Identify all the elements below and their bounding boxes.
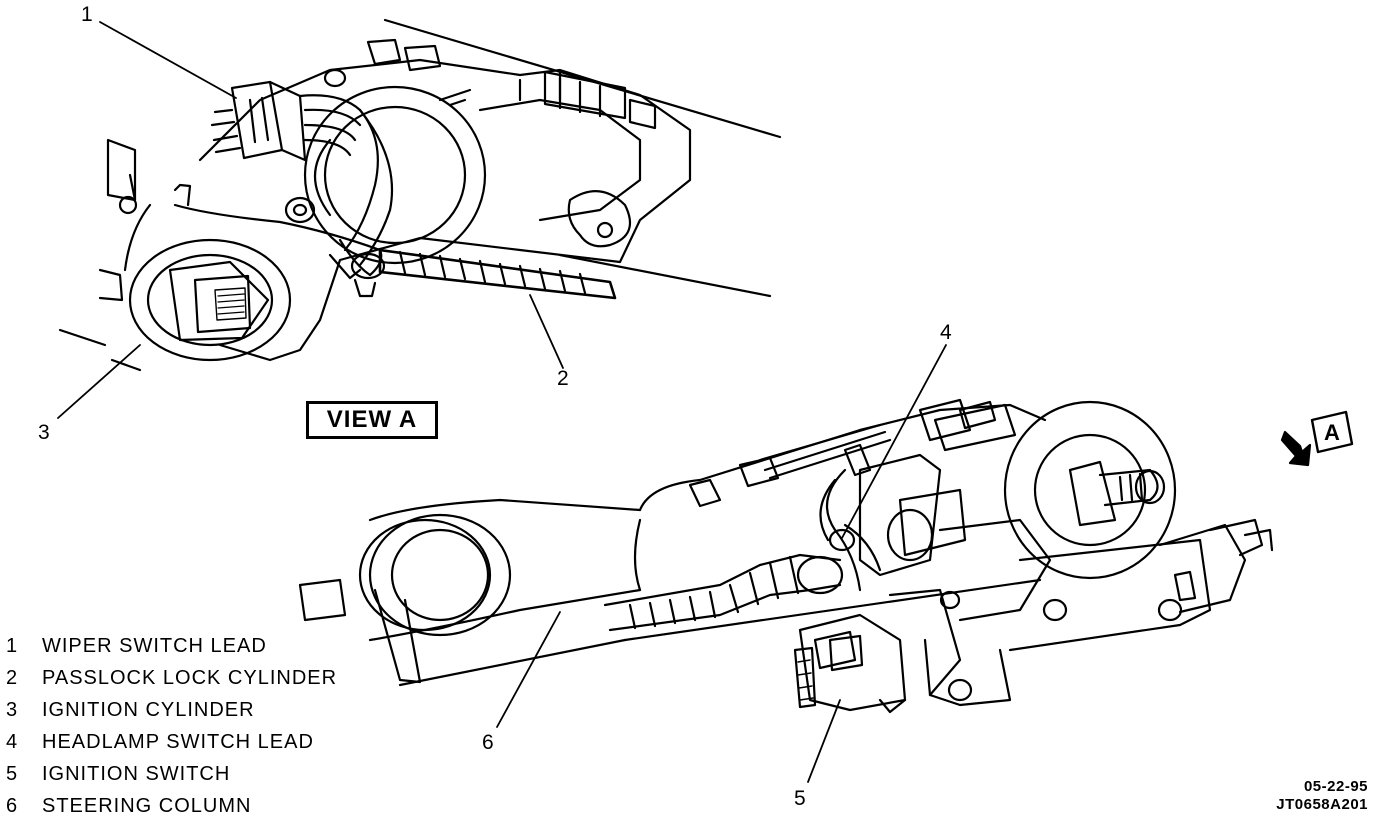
view-a-label: VIEW A xyxy=(306,401,438,439)
legend-text: IGNITION CYLINDER xyxy=(42,698,255,721)
legend-item: 2 PASSLOCK LOCK CYLINDER xyxy=(6,662,337,694)
legend-number: 6 xyxy=(6,794,19,817)
legend-number: 4 xyxy=(6,730,19,753)
legend-number: 3 xyxy=(6,698,19,721)
callout-6: 6 xyxy=(482,731,494,754)
legend-text: STEERING COLUMN xyxy=(42,794,252,817)
legend-item: 4 HEADLAMP SWITCH LEAD xyxy=(6,726,337,758)
legend-item: 1 WIPER SWITCH LEAD xyxy=(6,630,337,662)
figure-code: JT0658A201 xyxy=(1276,796,1368,813)
view-arrow-label: A xyxy=(1324,420,1340,445)
callout-3: 3 xyxy=(38,421,50,444)
legend-text: IGNITION SWITCH xyxy=(42,762,231,785)
legend-text: PASSLOCK LOCK CYLINDER xyxy=(42,666,338,689)
figure-code-block: 05-22-95 JT0658A201 xyxy=(1276,778,1368,814)
legend-item: 5 IGNITION SWITCH xyxy=(6,758,337,790)
leader-lines xyxy=(57,21,947,783)
legend-item: 3 IGNITION CYLINDER xyxy=(6,694,337,726)
legend-text: HEADLAMP SWITCH LEAD xyxy=(42,730,314,753)
view-a-detail xyxy=(58,18,782,372)
legend-number: 5 xyxy=(6,762,19,785)
callout-4: 4 xyxy=(940,321,952,344)
legend-number: 2 xyxy=(6,666,19,689)
main-column-assembly xyxy=(298,398,1354,714)
parts-legend: 1 WIPER SWITCH LEAD 2 PASSLOCK LOCK CYLI… xyxy=(6,630,337,822)
legend-text: WIPER SWITCH LEAD xyxy=(42,634,267,657)
date-code: 05-22-95 xyxy=(1303,778,1368,795)
callout-5: 5 xyxy=(794,787,806,810)
legend-number: 1 xyxy=(6,634,19,657)
callout-1: 1 xyxy=(81,3,93,26)
view-a-title: VIEW A xyxy=(326,406,418,433)
legend-item: 6 STEERING COLUMN xyxy=(6,790,337,822)
callout-2: 2 xyxy=(557,367,569,390)
